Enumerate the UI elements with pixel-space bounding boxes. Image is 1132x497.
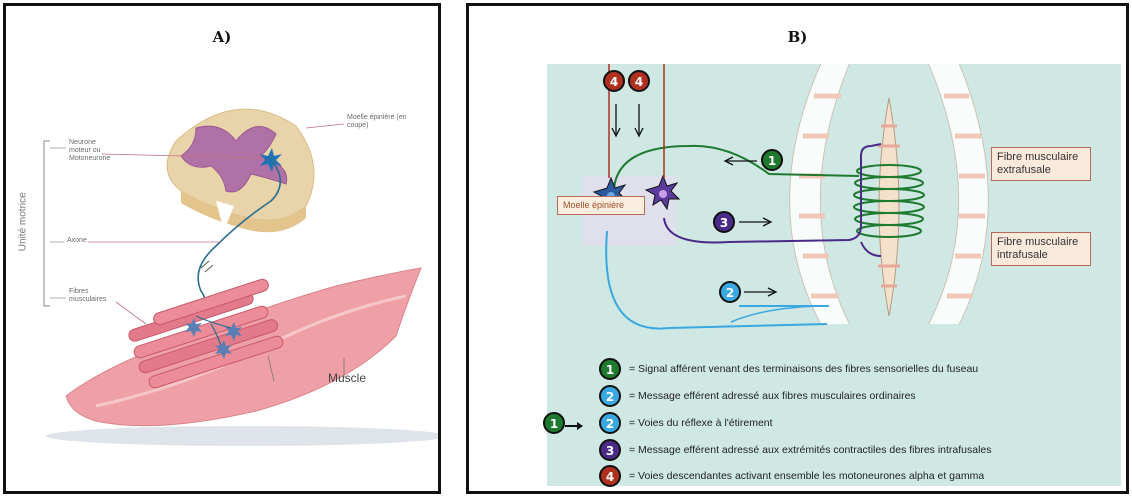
panel-a: A) bbox=[3, 3, 441, 494]
legend-text-4: = Voies descendantes activant ensemble l… bbox=[629, 470, 984, 482]
badge-2: 2 bbox=[719, 281, 741, 303]
panel-b: B) bbox=[466, 3, 1129, 494]
label-spinal-cord: Moelle épinière (en coupe) bbox=[347, 114, 407, 130]
label-motor-unit: Unité motrice bbox=[17, 177, 29, 267]
badge-3: 3 bbox=[713, 211, 735, 233]
legend-badge-reflex-2: 2 bbox=[599, 412, 621, 434]
motor-unit-bracket bbox=[44, 141, 50, 306]
intrafusal-label: Fibre musculaire intrafusale bbox=[991, 232, 1091, 266]
legend-badge-2: 2 bbox=[599, 385, 621, 407]
label-axon: Axone bbox=[67, 237, 87, 245]
badge-4-right: 4 bbox=[628, 70, 650, 92]
badge-1: 1 bbox=[761, 149, 783, 171]
legend-badge-3: 3 bbox=[599, 439, 621, 461]
label-muscle: Muscle bbox=[328, 372, 366, 386]
legend-badge-reflex-1: 1 bbox=[543, 412, 565, 434]
legend-badge-4: 4 bbox=[599, 465, 621, 487]
floor-shadow bbox=[46, 426, 438, 446]
spinal-cord-section bbox=[167, 109, 314, 232]
legend-text-1: = Signal afférent venant des terminaison… bbox=[629, 363, 978, 375]
legend-badge-1: 1 bbox=[599, 358, 621, 380]
extrafusal-label: Fibre musculaire extrafusale bbox=[991, 147, 1091, 181]
badge-4-left: 4 bbox=[603, 70, 625, 92]
legend-text-2: = Message efférent adressé aux fibres mu… bbox=[629, 390, 916, 402]
spinal-cord-label: Moelle épinière bbox=[557, 196, 645, 215]
legend-text-3: = Message efférent adressé aux extrémité… bbox=[629, 444, 992, 456]
legend-text-reflex: = Voies du réflexe à l'étirement bbox=[629, 417, 773, 429]
label-muscle-fibers: Fibres musculaires bbox=[69, 288, 111, 304]
motor-unit-illustration bbox=[6, 6, 438, 491]
label-motoneuron: Neurone moteur ou Motoneurone bbox=[69, 139, 109, 163]
